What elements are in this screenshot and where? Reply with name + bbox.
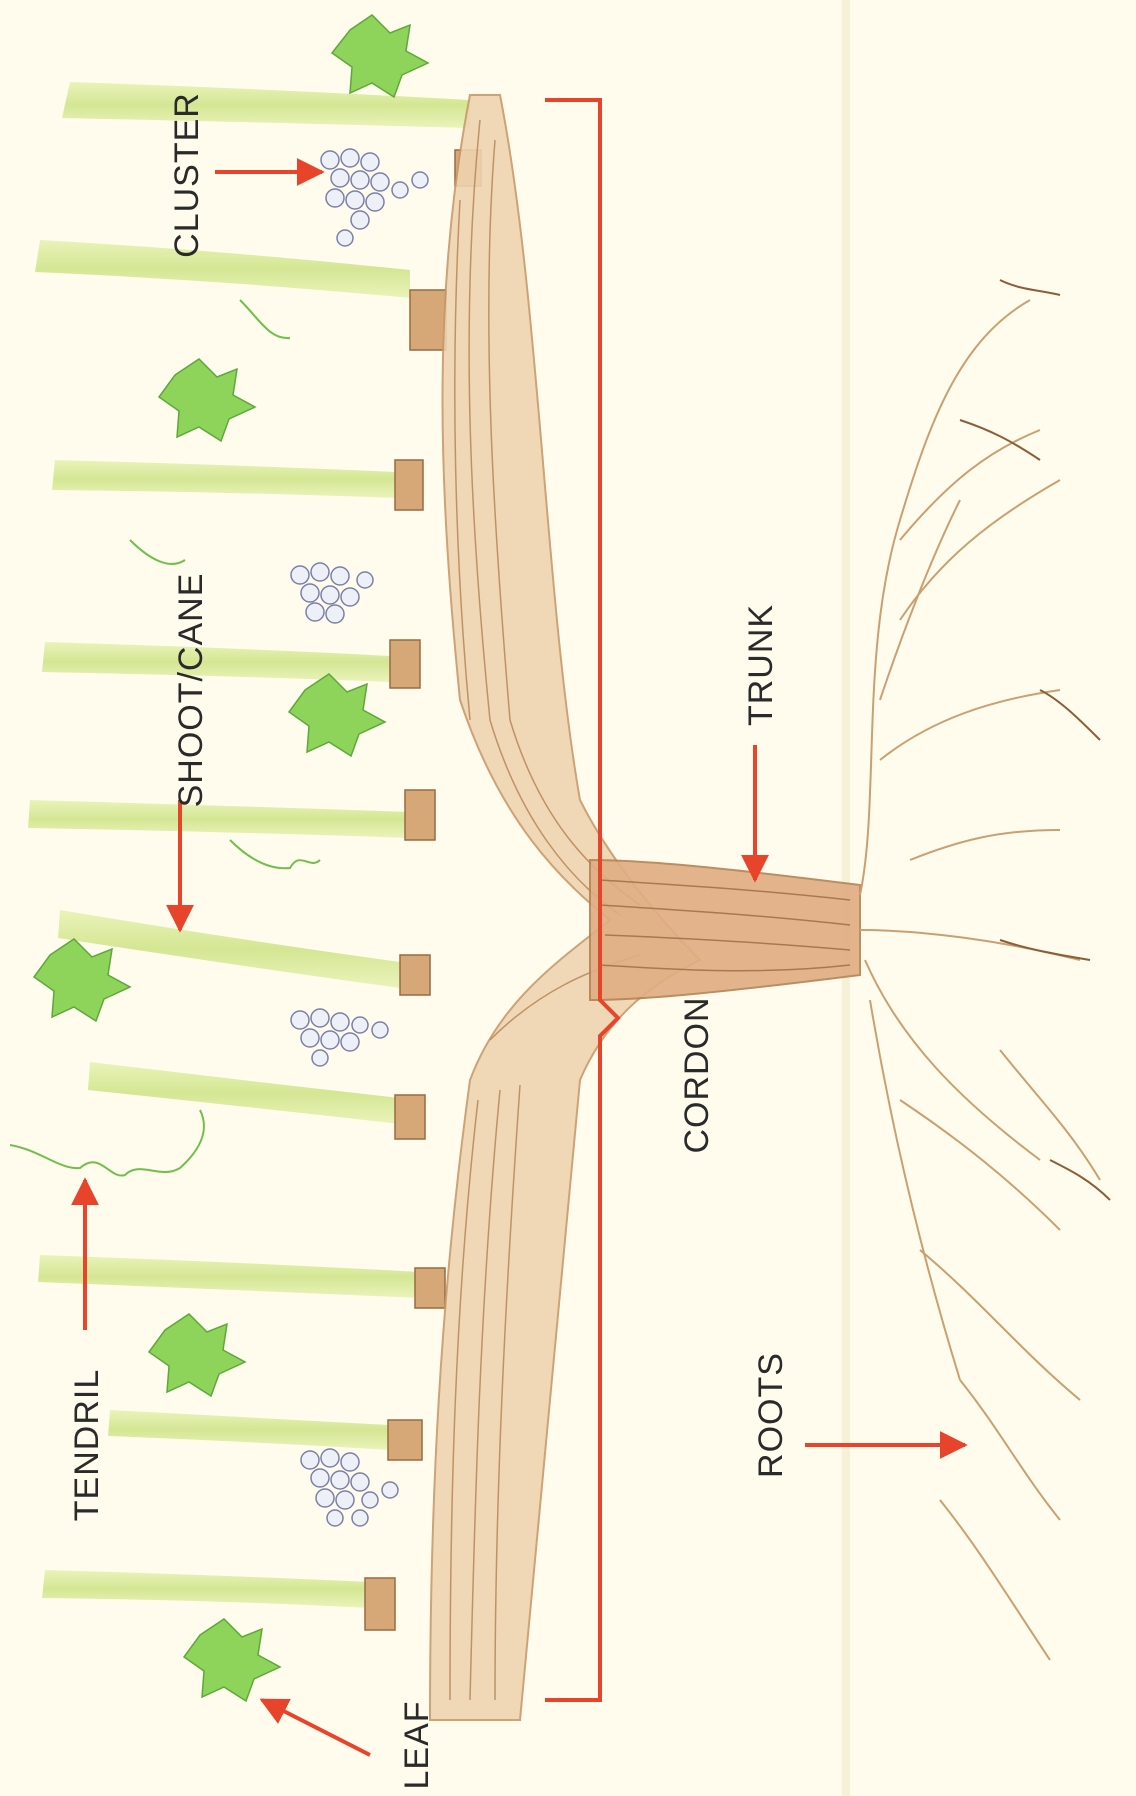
roots-lines [860,300,1100,1660]
grape-cluster-icon [321,149,428,246]
leaf-icon [289,674,385,756]
grape-cluster-icon [291,1009,388,1066]
label-cluster: CLUSTER [168,92,206,258]
shoot [108,1410,390,1450]
roots-dark [960,280,1110,1200]
spur [400,955,430,995]
tendrils [10,300,320,1176]
spur [395,460,423,510]
spur [390,640,420,688]
grape-cluster-icon [301,1449,398,1526]
shoot [62,82,470,128]
trunk-wood [590,860,860,1000]
leaf-icon [149,1314,245,1396]
spur [405,790,435,840]
shoot [42,642,390,682]
leaf-icon [159,359,255,441]
shoot [38,1255,420,1298]
label-leaf: LEAF [398,1700,436,1789]
arrow-leaf [262,1700,370,1755]
shoot [42,1570,370,1608]
grape-cluster-icon [291,563,373,623]
label-tendril: TENDRIL [68,1369,106,1521]
label-shoot-cane: SHOOT/CANE [172,573,210,808]
spur [365,1578,395,1630]
spur [388,1420,422,1460]
shoot [52,460,395,498]
label-cordon: CORDON [678,996,716,1153]
shoot [28,800,410,838]
shoot [35,240,410,298]
label-trunk: TRUNK [742,604,780,726]
leaf-icon [184,1619,280,1701]
spur [395,1095,425,1139]
shoot [88,1062,400,1124]
leaf-icon [34,939,130,1021]
leaf-icon [332,15,428,97]
label-roots: ROOTS [752,1352,790,1478]
spur [415,1268,445,1308]
spur [410,290,446,350]
